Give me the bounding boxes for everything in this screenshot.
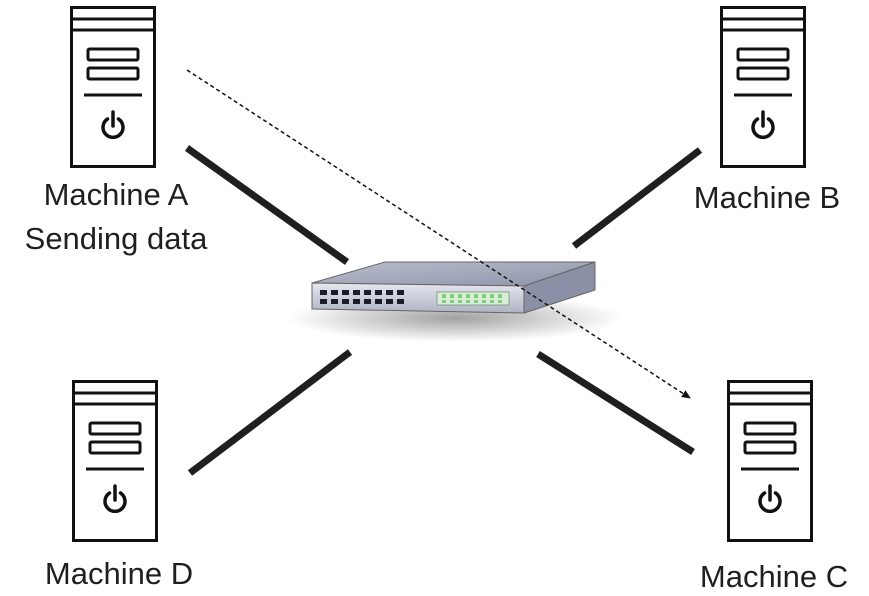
machine-c-name: Machine C bbox=[700, 559, 848, 594]
cable-machine-b bbox=[571, 147, 703, 249]
machine-b: Machine B bbox=[694, 6, 840, 215]
machine-d: Machine D bbox=[45, 380, 193, 591]
tower-computer-icon bbox=[727, 380, 813, 542]
machine-a-caption: Sending data bbox=[25, 221, 208, 256]
machine-b-name: Machine B bbox=[694, 180, 840, 215]
data-flow-arrow bbox=[186, 69, 691, 399]
switch-status-leds bbox=[436, 291, 510, 306]
machine-c: Machine C bbox=[700, 380, 848, 594]
tower-computer-icon bbox=[720, 6, 806, 168]
machine-a-name: Machine A bbox=[44, 177, 189, 212]
switch-ports bbox=[320, 290, 404, 304]
cable-machine-d bbox=[187, 349, 353, 476]
cable-machine-c bbox=[536, 351, 695, 455]
connections bbox=[184, 145, 703, 476]
tower-computer-icon bbox=[70, 6, 156, 168]
machine-a: Machine A Sending data bbox=[25, 6, 208, 256]
machine-d-name: Machine D bbox=[45, 556, 193, 591]
network-switch-icon bbox=[287, 261, 623, 342]
tower-computer-icon bbox=[72, 380, 158, 542]
cable-machine-a bbox=[184, 145, 350, 265]
